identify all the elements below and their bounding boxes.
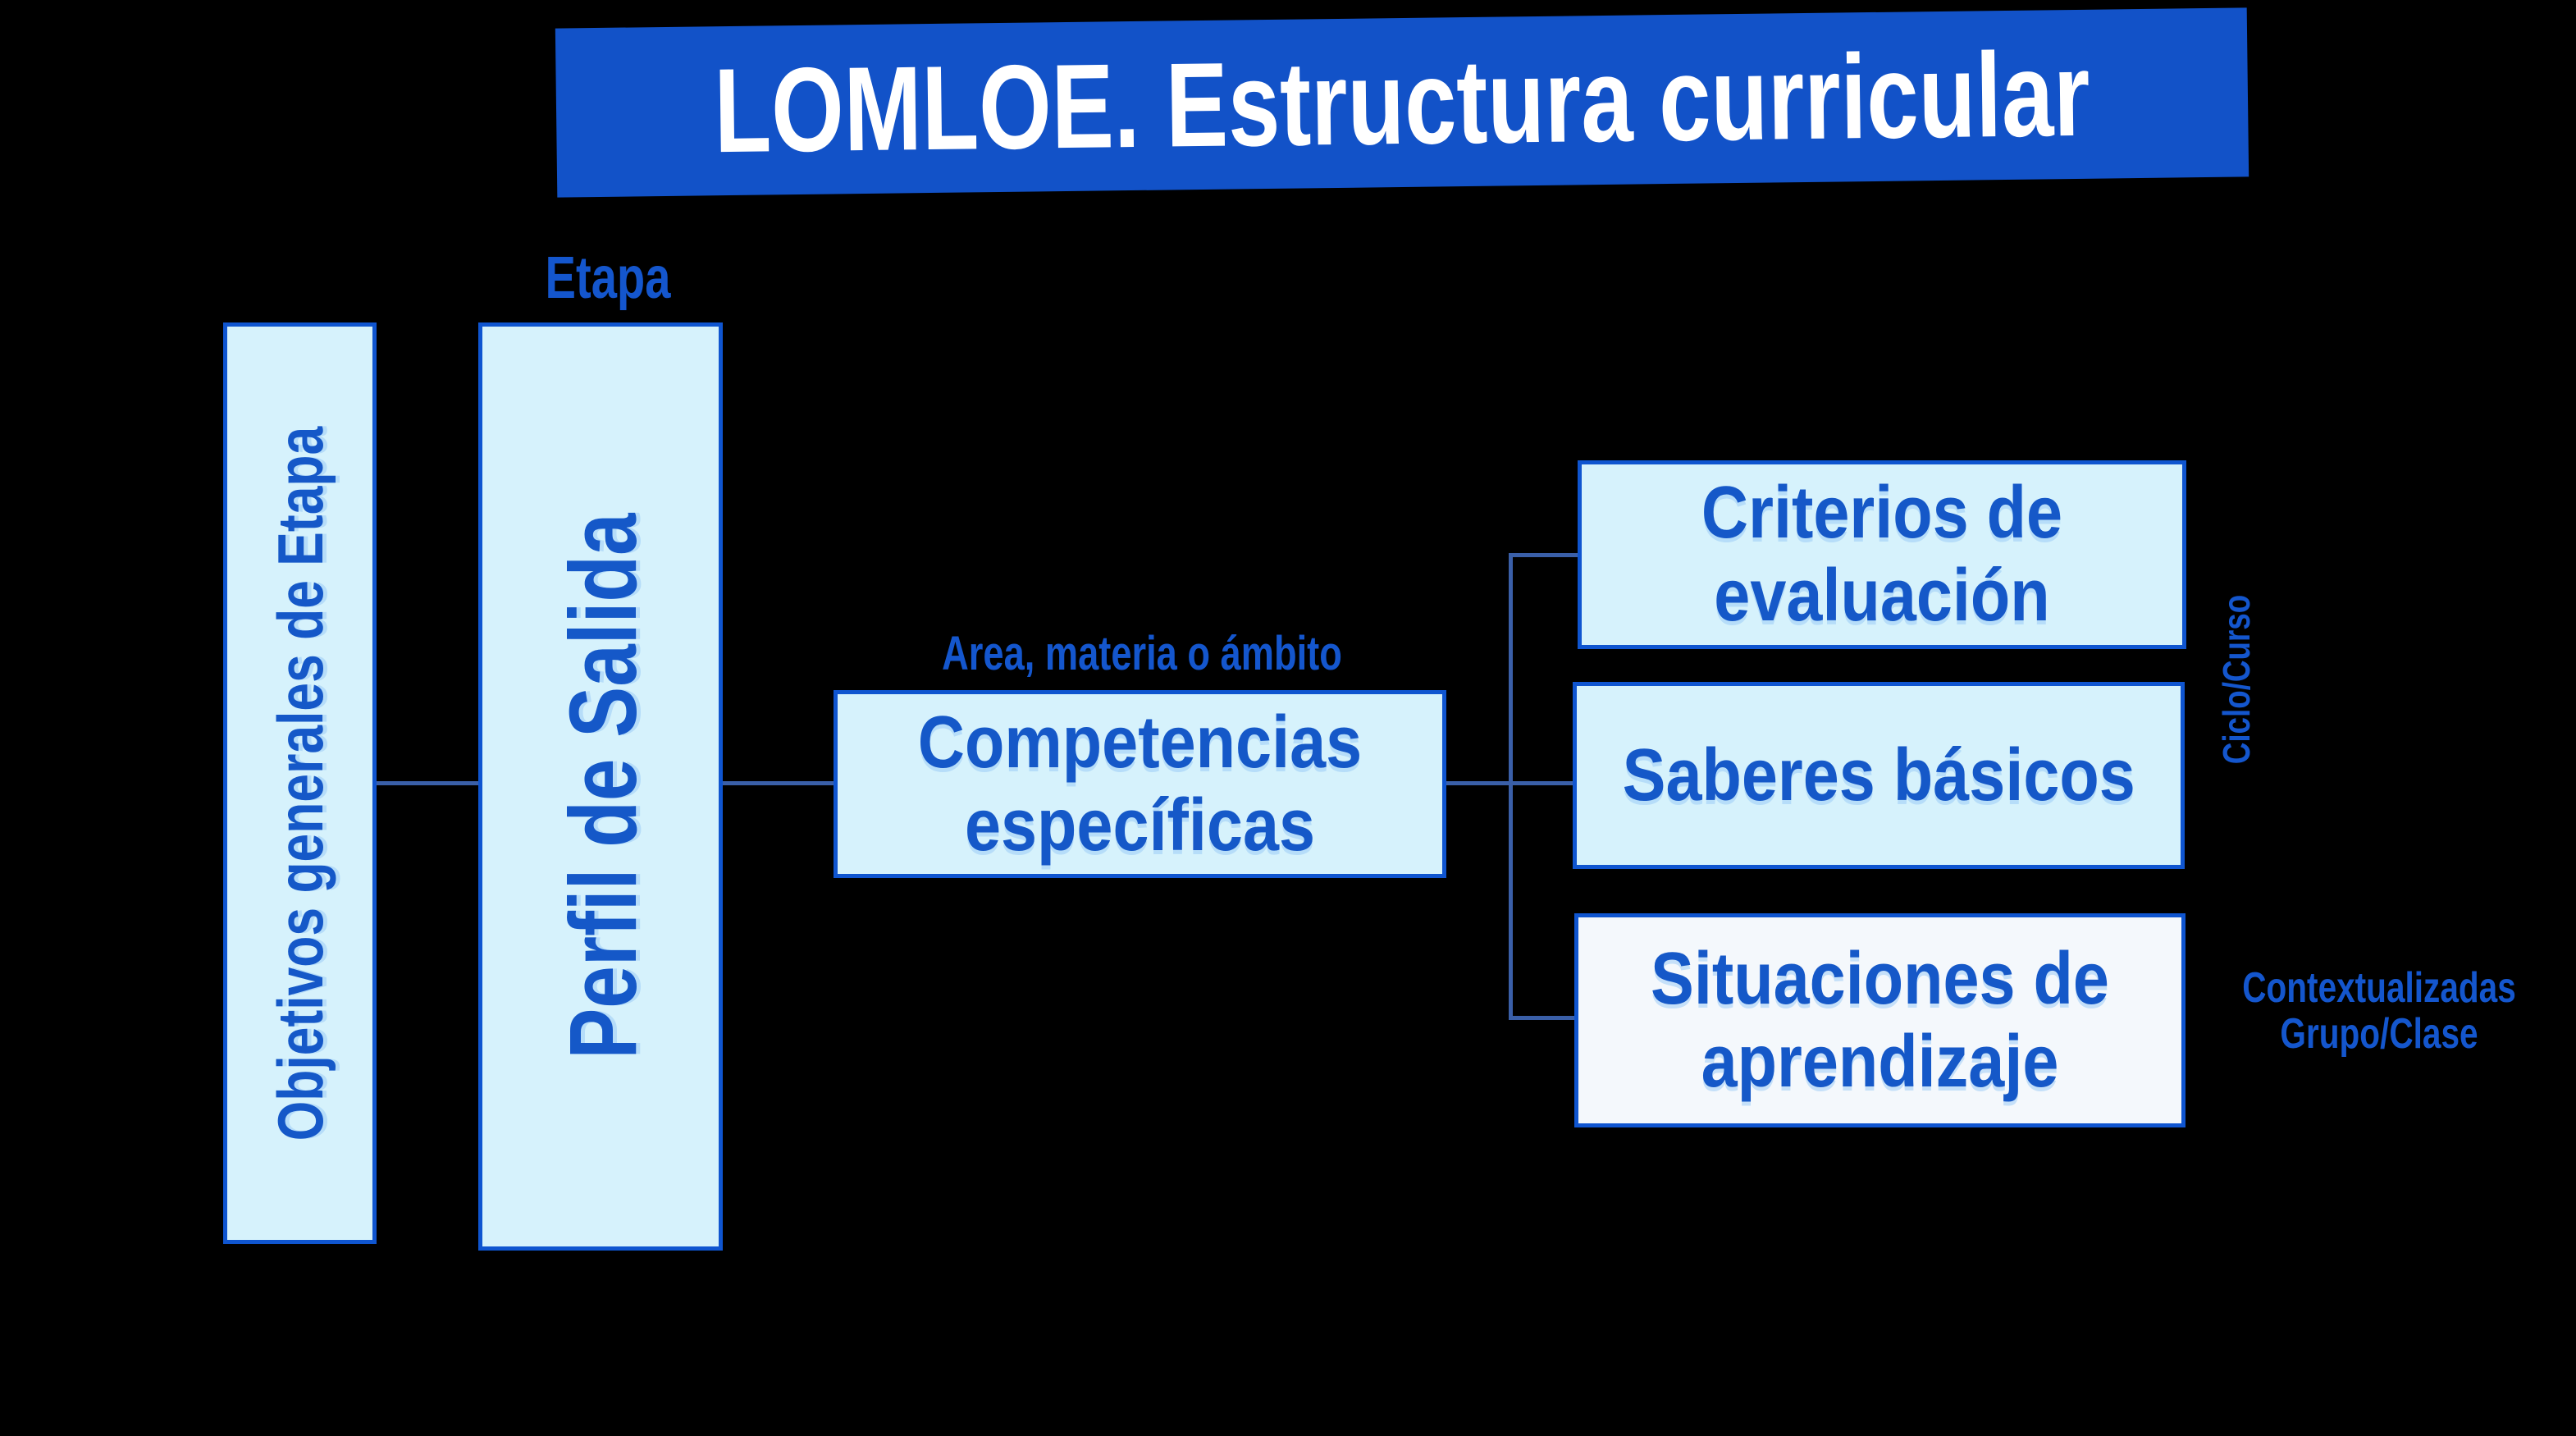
competencias-especificas-label: Competencias específicas bbox=[917, 701, 1363, 867]
saberes-basicos-box: Saberes básicos bbox=[1573, 682, 2185, 869]
page-title: LOMLOE. Estructura curricular bbox=[713, 26, 2091, 178]
criterios-evaluacion-label: Criterios de evaluación bbox=[1701, 472, 2063, 637]
contextualizadas-label-line1: Contextualizadas bbox=[2242, 964, 2516, 1012]
saberes-basicos-label: Saberes básicos bbox=[1622, 734, 2135, 816]
stage-label: Etapa bbox=[545, 245, 671, 311]
criterios-evaluacion-box: Criterios de evaluación bbox=[1578, 460, 2186, 649]
ciclo-curso-label: Ciclo/Curso bbox=[2215, 594, 2258, 765]
area-materia-label: Area, materia o ámbito bbox=[942, 627, 1342, 680]
situaciones-aprendizaje-label: Situaciones de aprendizaje bbox=[1651, 937, 2109, 1103]
connector-objetivos-perfil bbox=[377, 781, 478, 785]
objetivos-generales-label: Objetivos generales de Etapa bbox=[264, 426, 336, 1141]
connector-perfil-competencias bbox=[723, 781, 834, 785]
situaciones-aprendizaje-box: Situaciones de aprendizaje bbox=[1574, 913, 2185, 1127]
connector-branch-vertical bbox=[1509, 553, 1513, 1020]
contextualizadas-label: Contextualizadas Grupo/Clase bbox=[2242, 965, 2516, 1057]
objetivos-generales-box bbox=[223, 322, 377, 1244]
perfil-de-salida-box bbox=[478, 322, 723, 1251]
title-banner: LOMLOE. Estructura curricular bbox=[555, 7, 2249, 198]
perfil-de-salida-label: Perfil de Salida bbox=[550, 513, 656, 1059]
connector-branch-criterios bbox=[1510, 553, 1578, 557]
competencias-especificas-box: Competencias específicas bbox=[834, 690, 1446, 878]
contextualizadas-label-line2: Grupo/Clase bbox=[2280, 1010, 2478, 1059]
connector-branch-situaciones bbox=[1510, 1016, 1574, 1020]
